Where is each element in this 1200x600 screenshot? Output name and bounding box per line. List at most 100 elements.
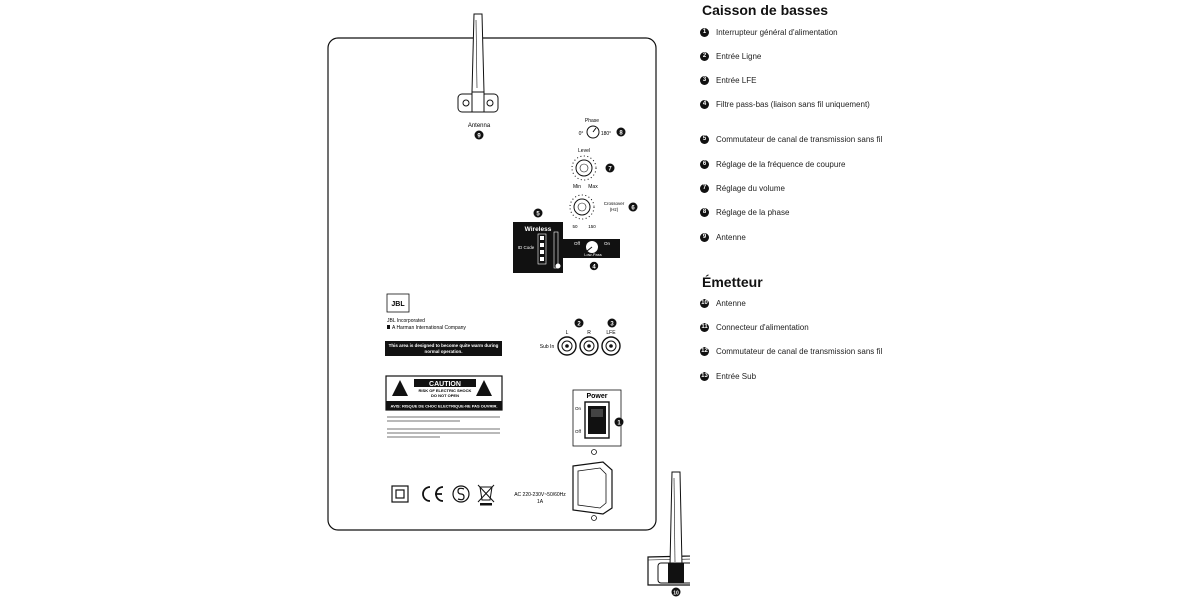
svg-text:9: 9 [477,134,481,140]
callout-3: 3 [607,318,617,328]
input-l-label: L [566,330,569,336]
warning-fine-print [387,416,500,438]
callout-10: 10 [671,587,681,597]
input-lfe-jack[interactable] [601,336,621,356]
legend-num: 8 [700,208,709,217]
svg-text:2: 2 [577,322,581,328]
svg-text:4: 4 [592,265,596,271]
input-l-jack[interactable] [557,336,577,356]
crossover-knob[interactable] [569,194,595,220]
phase-min: 0° [579,131,584,137]
input-r-jack[interactable] [579,336,599,356]
phase-max: 180° [601,131,611,137]
caution-fr: AVIS: RISQUE DE CHOC ELECTRIQUE-NE PAS O… [391,404,498,409]
weee-bin-icon [477,484,495,506]
id-code-dip-switch[interactable] [537,231,559,269]
callout-9: 9 [474,130,484,140]
legend-item: 12 Commutateur de canal de transmission … [700,347,882,356]
crossover-unit: (Hz) [610,207,619,212]
phase-label: Phase [585,118,599,124]
legend-num: 10 [700,299,709,308]
power-off-label: Off [575,429,582,434]
legend-num: 4 [700,100,709,109]
warm-notice-box [385,341,502,356]
legend-label: Connecteur d'alimentation [716,323,809,332]
subwoofer-legend-title: Caisson de basses [702,2,829,18]
legend-label: Réglage du volume [716,184,785,193]
legend-item: 5 Commutateur de canal de transmission s… [700,135,882,144]
legend-num: 9 [700,233,709,242]
antenna-label: Antenna [468,123,491,129]
callout-2: 2 [574,318,584,328]
legend-label: Filtre pass-bas (liaison sans fil unique… [716,100,870,109]
ac-power-socket[interactable] [572,461,613,515]
svg-text:1: 1 [617,421,621,427]
ac-line1: AC 220-230V~50/60Hz [514,492,566,498]
brand-line1: JBL Incorporated [387,318,425,324]
legend-item: 7 Réglage du volume [700,184,785,193]
power-rocker-switch[interactable] [584,401,610,439]
ce-mark-icon [422,486,444,502]
phase-knob[interactable] [586,125,600,139]
callout-4: 4 [589,261,599,271]
input-r-label: R [587,330,591,336]
power-label: Power [586,393,607,400]
callout-6: 6 [628,202,638,212]
legend-label: Commutateur de canal de transmission san… [716,135,883,144]
lowpass-label: Low-Pass [584,252,602,257]
brand-line2: A Harman International Company [392,325,466,331]
legend-item: 6 Réglage de la fréquence de coupure [700,160,845,169]
legend-label: Antenne [716,233,746,242]
legend-item: 3 Entrée LFE [700,76,756,85]
transmitter-antenna [657,471,690,584]
s-mark-icon [452,485,470,503]
caution-title: CAUTION [429,381,461,388]
lowpass-on: On [604,241,611,246]
level-label: Level [578,148,590,154]
svg-text:10: 10 [673,591,679,597]
warm-notice: This area is designed to become quite wa… [388,342,499,354]
power-on-label: On [575,406,582,411]
jbl-logo-text: JBL [391,301,405,308]
legend-item: 8 Réglage de la phase [700,208,789,217]
transmitter-legend-title: Émetteur [702,274,763,290]
legend-item: 1 Interrupteur général d'alimentation [700,28,838,37]
caution-label [385,375,503,411]
legend-num: 6 [700,160,709,169]
ac-line2: 1A [537,499,544,505]
callout-5: 5 [533,208,543,218]
legend-num: 3 [700,76,709,85]
legend-item: 2 Entrée Ligne [700,52,761,61]
legend-label: Interrupteur général d'alimentation [716,28,838,37]
svg-text:5: 5 [536,212,540,218]
legend-num: 7 [700,184,709,193]
legend-num: 1 [700,28,709,37]
legend-item: 11 Connecteur d'alimentation [700,323,809,332]
legend-label: Réglage de la fréquence de coupure [716,160,846,169]
callout-8: 8 [616,127,626,137]
legend-item: 9 Antenne [700,233,746,242]
legend-item: 4 Filtre pass-bas (liaison sans fil uniq… [700,100,870,109]
svg-text:3: 3 [610,322,614,328]
product-diagram: Antenna 9 Phase 0° 180° 8 Level Min Max … [327,13,690,597]
callout-7: 7 [605,163,615,173]
legend-label: Entrée Ligne [716,52,762,61]
callout-1: 1 [614,417,624,427]
legend-label: Antenne [716,299,746,308]
svg-text:8: 8 [619,131,623,137]
double-insulation-icon [391,485,409,503]
wireless-label: Wireless [525,226,552,233]
level-max: Max [588,184,598,190]
svg-text:7: 7 [608,167,612,173]
lowpass-switch[interactable] [586,241,598,253]
caution-line1: RISK OF ELECTRIC SHOCK [419,388,472,393]
crossover-max: 150 [588,224,596,229]
level-knob[interactable] [571,155,597,181]
caution-line2: DO NOT OPEN [431,393,459,398]
legend-num: 5 [700,135,709,144]
legend-num: 13 [700,372,709,381]
legend-label: Entrée LFE [716,76,757,85]
crossover-label: Crossover [604,201,625,206]
legend-label: Réglage de la phase [716,208,790,217]
sub-in-label: Sub In [540,344,555,350]
